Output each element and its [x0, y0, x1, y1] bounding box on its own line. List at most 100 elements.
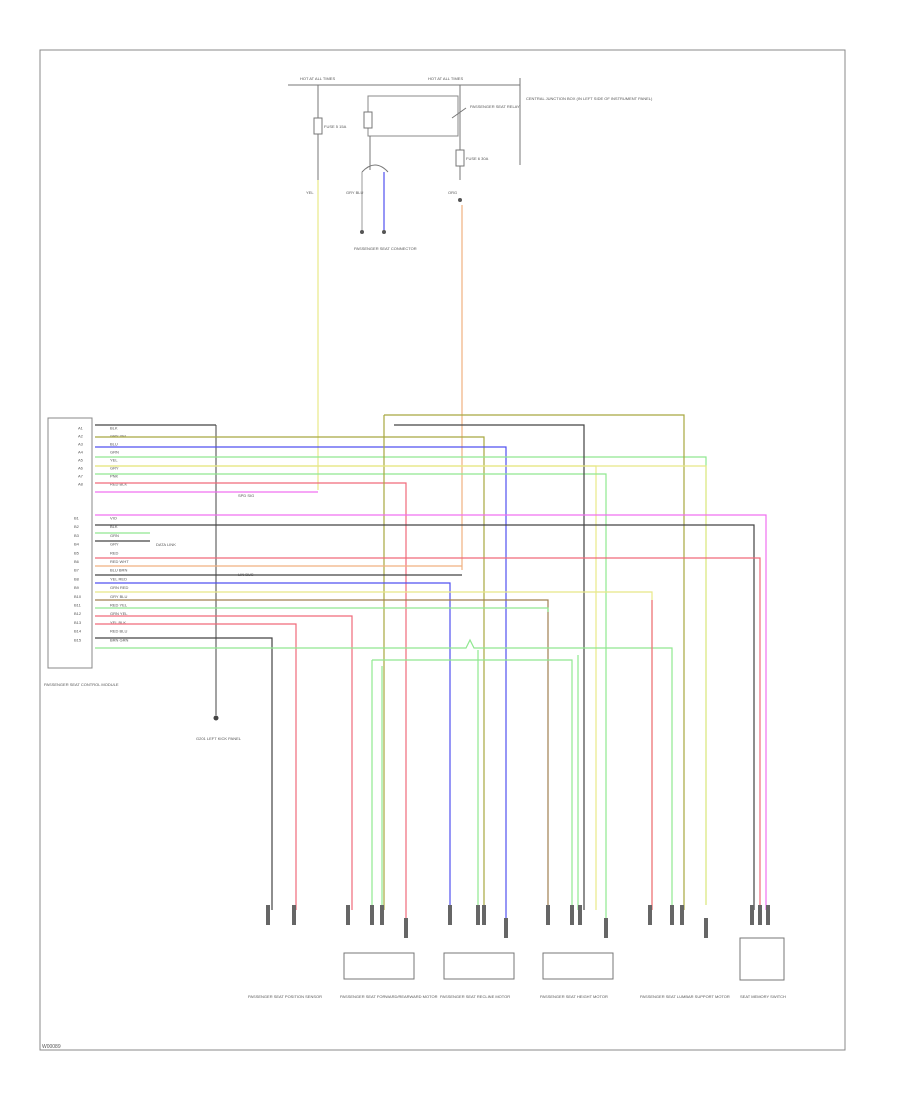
module-pin-a5: A5 [78, 458, 84, 463]
component-seat-position-sensor: PASSENGER SEAT POSITION SENSOR [248, 994, 322, 999]
wire-color-b14: RED BLU [110, 629, 127, 634]
recline-motor-box [443, 952, 515, 980]
module-pin-b10: B10 [74, 594, 82, 599]
component-seat-memory-switch: SEAT MEMORY SWITCH [739, 937, 786, 999]
connector-stub-10 [546, 905, 550, 925]
wire-black-top-loop [394, 424, 585, 910]
wire-b1-pink [95, 514, 767, 910]
connector-stub-17 [704, 918, 708, 938]
connector-stub-8 [482, 905, 486, 925]
height-motor-label: PASSENGER SEAT HEIGHT MOTOR [540, 994, 608, 999]
junction-box-note: CENTRAL JUNCTION BOX (IN LEFT SIDE OF IN… [526, 96, 653, 101]
module-pin-b6: B6 [74, 559, 80, 564]
wire-b12-red [95, 615, 353, 910]
forward-motor-box [343, 952, 415, 980]
fuse-right-wire-color: ORG [448, 190, 457, 195]
page-code: W00089 [42, 1044, 61, 1050]
wire-color-b2: BLK [110, 524, 118, 529]
wire-color-b3: GRN [110, 533, 119, 538]
module-pin-b15: B15 [74, 637, 82, 642]
fuse-right-icon [455, 149, 465, 167]
wire-color-a5: YEL [110, 458, 118, 463]
wire-b11-green [95, 607, 549, 612]
wire-b15-green [95, 638, 673, 910]
wire-b10-brown [95, 599, 549, 910]
wire-yellow-tall [95, 465, 707, 905]
module-pin-a1: A1 [78, 426, 84, 431]
wire-a7-red [95, 482, 407, 920]
module-pin-a2: A2 [78, 434, 84, 439]
connector-stub-20 [766, 905, 770, 925]
connector-stub-12 [578, 905, 582, 925]
wire-a5-yellow [95, 465, 597, 910]
module-pin-a7: A7 [78, 474, 84, 479]
module-pin-b9: B9 [74, 585, 80, 590]
wire-a2-olive [95, 436, 485, 910]
wire-color-b15: BRN GRN [110, 637, 129, 642]
wire-b5-red [95, 557, 761, 910]
control-module-box [47, 417, 93, 669]
module-pin-a4: A4 [78, 450, 84, 455]
recline-motor-label: PASSENGER SEAT RECLINE MOTOR [440, 994, 510, 999]
connector-stub-11 [570, 905, 574, 925]
connector-stub-3 [370, 905, 374, 925]
connector-pin-icon-orange [458, 198, 462, 202]
connector-stub-13 [604, 918, 608, 938]
wire-color-b9: GRN RED [110, 585, 129, 590]
ground-icon [213, 715, 219, 721]
relay-coil-icon [363, 111, 373, 129]
connector-stub-6 [448, 905, 452, 925]
wire-color-b4: GRY [110, 542, 119, 547]
wire-a6-green [95, 473, 607, 920]
data-link-label: DATA LINK [156, 542, 176, 547]
wire-color-a3: BLU [110, 442, 118, 447]
wire-color-b7: BLU BRN [110, 568, 127, 573]
passenger-seat-connector-label: PASSENGER SEAT CONNECTOR [354, 246, 417, 251]
module-pin-b14: B14 [74, 629, 82, 634]
height-motor-box [542, 952, 614, 980]
wire-olive-top-loop [384, 414, 685, 910]
connector-stub-14 [648, 905, 652, 925]
fuse-left-wire-color: YEL [306, 190, 314, 195]
module-pin-b7: B7 [74, 568, 80, 573]
connector-pin-icon-left [360, 230, 364, 234]
module-pin-b5: B5 [74, 550, 80, 555]
ground-label: G201 LEFT KICK PANEL [196, 736, 242, 741]
component-recline-motor: PASSENGER SEAT RECLINE MOTOR [440, 952, 515, 999]
connector-stub-2 [346, 905, 350, 925]
wire-b14-black [95, 637, 273, 910]
wire-color-b5: RED [110, 550, 119, 555]
fuse-left-icon [313, 117, 323, 135]
wire-color-b10: GRY BLU [110, 594, 128, 599]
wire-b9-yellow [95, 591, 653, 910]
wire-green-cross-a [372, 659, 573, 910]
passenger-seat-relay-label: PASSENGER SEAT RELAY [470, 104, 520, 109]
wire-color-a4: GRN [110, 450, 119, 455]
fuse-right-label: FUSE 6 30A [466, 156, 489, 161]
module-pin-a3: A3 [78, 442, 84, 447]
wire-color-a1: BLK [110, 426, 118, 431]
component-height-motor: PASSENGER SEAT HEIGHT MOTOR [540, 952, 614, 999]
connector-stub-7 [476, 905, 480, 925]
wire-color-b1: VIO [110, 516, 117, 521]
relay-box [367, 95, 459, 137]
connector-pin-icon-right [382, 230, 386, 234]
fuse-relay-block: HOT AT ALL TIMES HOT AT ALL TIMES CENTRA… [288, 76, 653, 251]
module-pin-b11: B11 [74, 603, 82, 608]
connector-stub-15 [670, 905, 674, 925]
connector-stub-4 [380, 905, 384, 925]
connector-stub-19 [758, 905, 762, 925]
wire-color-b8: YEL RED [110, 576, 127, 581]
diagram-frame [39, 49, 846, 1051]
relay-switch-icon [451, 107, 467, 119]
connector-stub-18 [750, 905, 754, 925]
module-pin-b3: B3 [74, 533, 80, 538]
connector-stub-5 [404, 918, 408, 938]
wire-b8-blue [95, 582, 451, 910]
module-pin-b13: B13 [74, 620, 82, 625]
module-pin-b4: B4 [74, 542, 80, 547]
wire-color-b12: GRN YEL [110, 611, 128, 616]
module-pin-b12: B12 [74, 611, 82, 616]
